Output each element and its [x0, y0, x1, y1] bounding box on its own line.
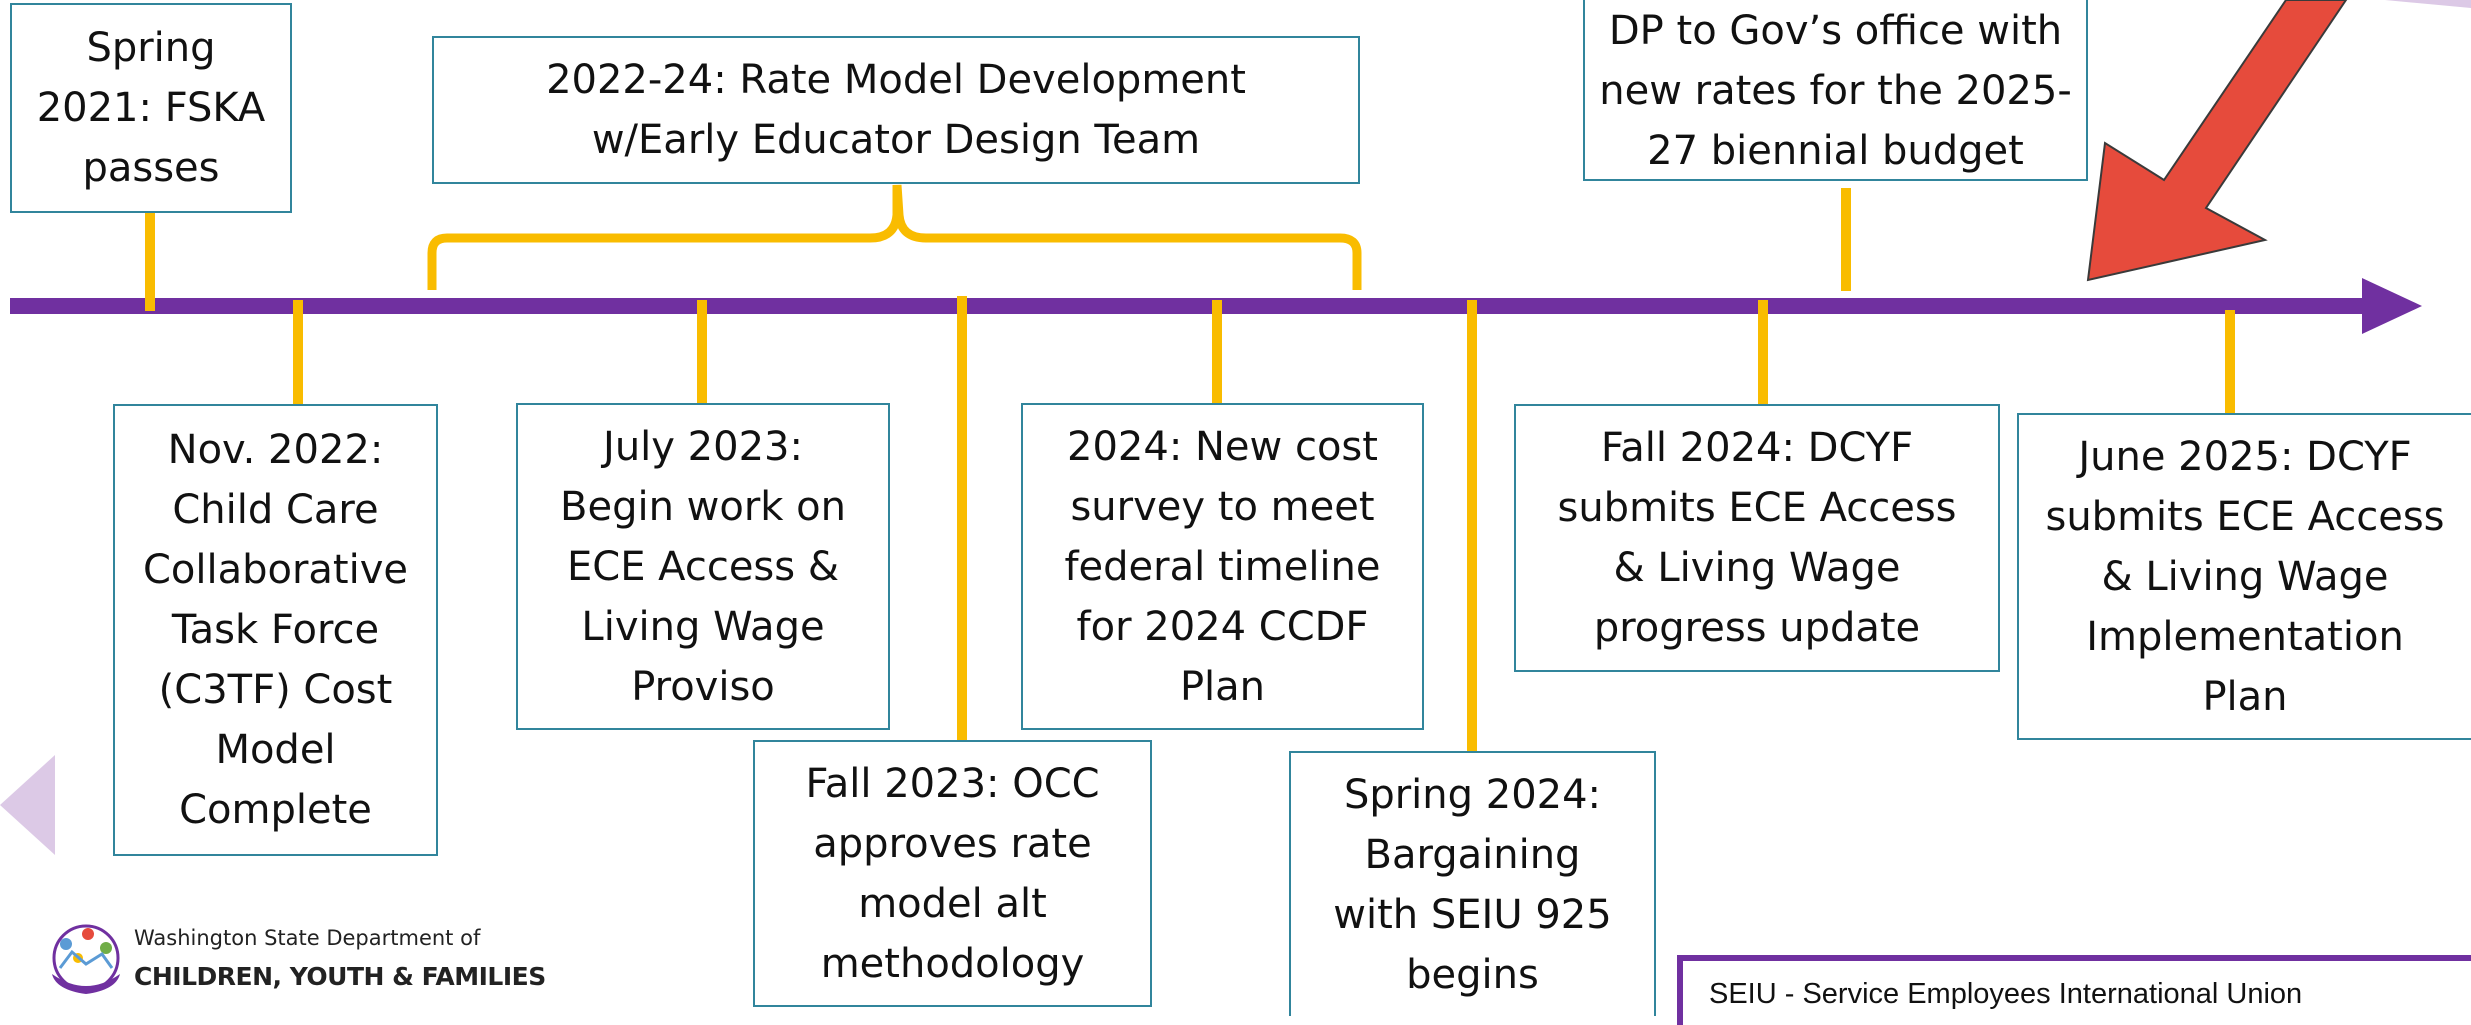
milestone-fall-2024: Fall 2024: DCYF submits ECE Access & Liv…: [1514, 404, 2000, 672]
milestone-fall-2023: Fall 2023: OCC approves rate model alt m…: [753, 740, 1152, 1007]
connector-fall-2023: [957, 296, 967, 745]
connector-june-2025: [2225, 310, 2235, 414]
dcyf-logo-icon: [52, 924, 120, 994]
milestone-spring-2024: Spring 2024: Bargaining with SEIU 925 be…: [1289, 751, 1656, 1016]
connector-dp-gov: [1841, 188, 1851, 291]
pointer-arrow: [2086, 0, 2348, 282]
dcyf-logo: Washington State Department of CHILDREN,…: [46, 918, 546, 998]
bracket: [427, 184, 1362, 290]
connector-nov-2022: [293, 300, 303, 404]
connector-2024-cost: [1212, 300, 1222, 403]
logo-line2: CHILDREN, YOUTH & FAMILIES: [134, 962, 546, 991]
connector-spring-2021: [145, 208, 155, 311]
acronym-legend: SEIU - Service Employees International U…: [1677, 955, 2471, 1025]
logo-line1: Washington State Department of: [134, 926, 481, 950]
nav-next-triangle[interactable]: [2385, 0, 2471, 8]
connector-spring-2024: [1467, 300, 1477, 755]
connector-fall-2024: [1758, 300, 1768, 407]
legend-text: SEIU - Service Employees International U…: [1709, 978, 2303, 1010]
timeline-arrowhead: [2362, 278, 2422, 334]
milestone-july-2023: July 2023: Begin work on ECE Access & Li…: [516, 403, 890, 730]
milestone-spring-2021: Spring 2021: FSKA passes: [10, 3, 292, 213]
milestone-2024-cost: 2024: New cost survey to meet federal ti…: [1021, 403, 1424, 730]
connector-july-2023: [697, 300, 707, 403]
milestone-2022-24: 2022-24: Rate Model Development w/Early …: [432, 36, 1360, 184]
nav-prev-triangle[interactable]: [0, 755, 55, 855]
milestone-june-2025: June 2025: DCYF submits ECE Access & Liv…: [2017, 413, 2471, 740]
milestone-dp-gov: DP to Gov’s office with new rates for th…: [1583, 0, 2088, 181]
milestone-nov-2022: Nov. 2022: Child Care Collaborative Task…: [113, 404, 438, 856]
